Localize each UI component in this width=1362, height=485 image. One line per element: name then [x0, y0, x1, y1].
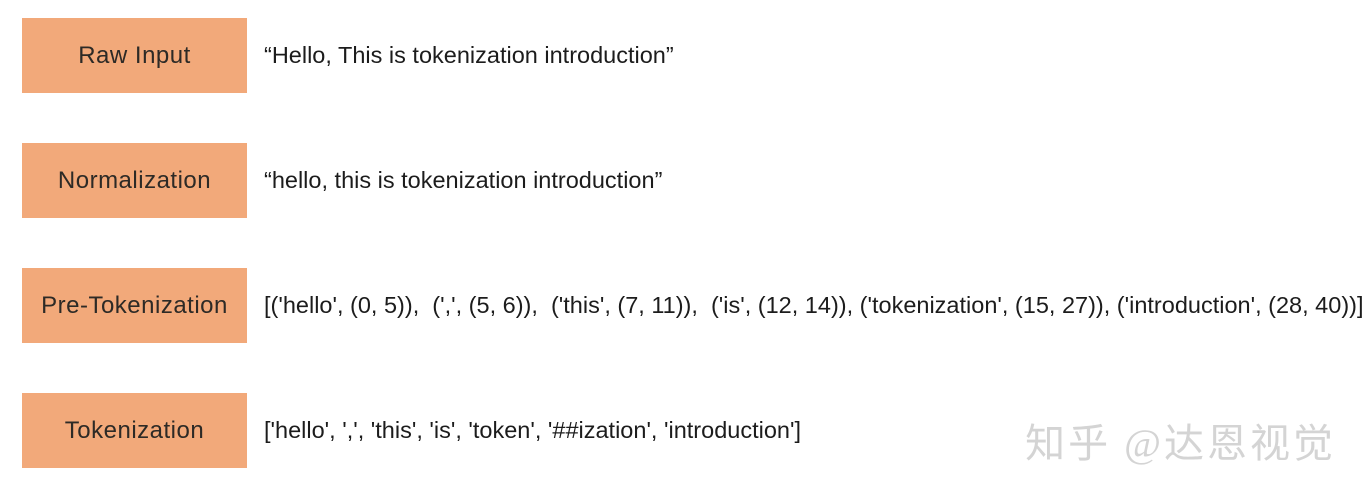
- stage-label-raw-input: Raw Input: [78, 41, 191, 69]
- stage-box-raw-input: Raw Input: [22, 18, 247, 93]
- stage-value-pre-tokenization: [('hello', (0, 5)), (',', (5, 6)), ('thi…: [264, 292, 1362, 318]
- stage-box-pre-tokenization: Pre-Tokenization: [22, 268, 247, 343]
- stage-label-normalization: Normalization: [57, 166, 212, 194]
- pipeline-row-raw-input: Raw Input “Hello, This is tokenization i…: [22, 18, 1362, 93]
- stage-value-normalization: “hello, this is tokenization introductio…: [264, 167, 663, 193]
- stage-value-tokenization: ['hello', ',', 'this', 'is', 'token', '#…: [264, 417, 801, 443]
- pipeline-row-normalization: Normalization “hello, this is tokenizati…: [22, 143, 1362, 218]
- stage-box-tokenization: Tokenization: [22, 393, 247, 468]
- pipeline-row-tokenization: Tokenization ['hello', ',', 'this', 'is'…: [22, 393, 1362, 468]
- stage-value-raw-input: “Hello, This is tokenization introductio…: [264, 42, 674, 68]
- pipeline-row-pre-tokenization: Pre-Tokenization [('hello', (0, 5)), (',…: [22, 268, 1362, 343]
- stage-label-pre-tokenization: Pre-Tokenization: [41, 291, 228, 319]
- stage-box-normalization: Normalization: [22, 143, 247, 218]
- stage-label-tokenization: Tokenization: [64, 416, 205, 444]
- watermark: 知乎 @达恩视觉: [1025, 421, 1336, 466]
